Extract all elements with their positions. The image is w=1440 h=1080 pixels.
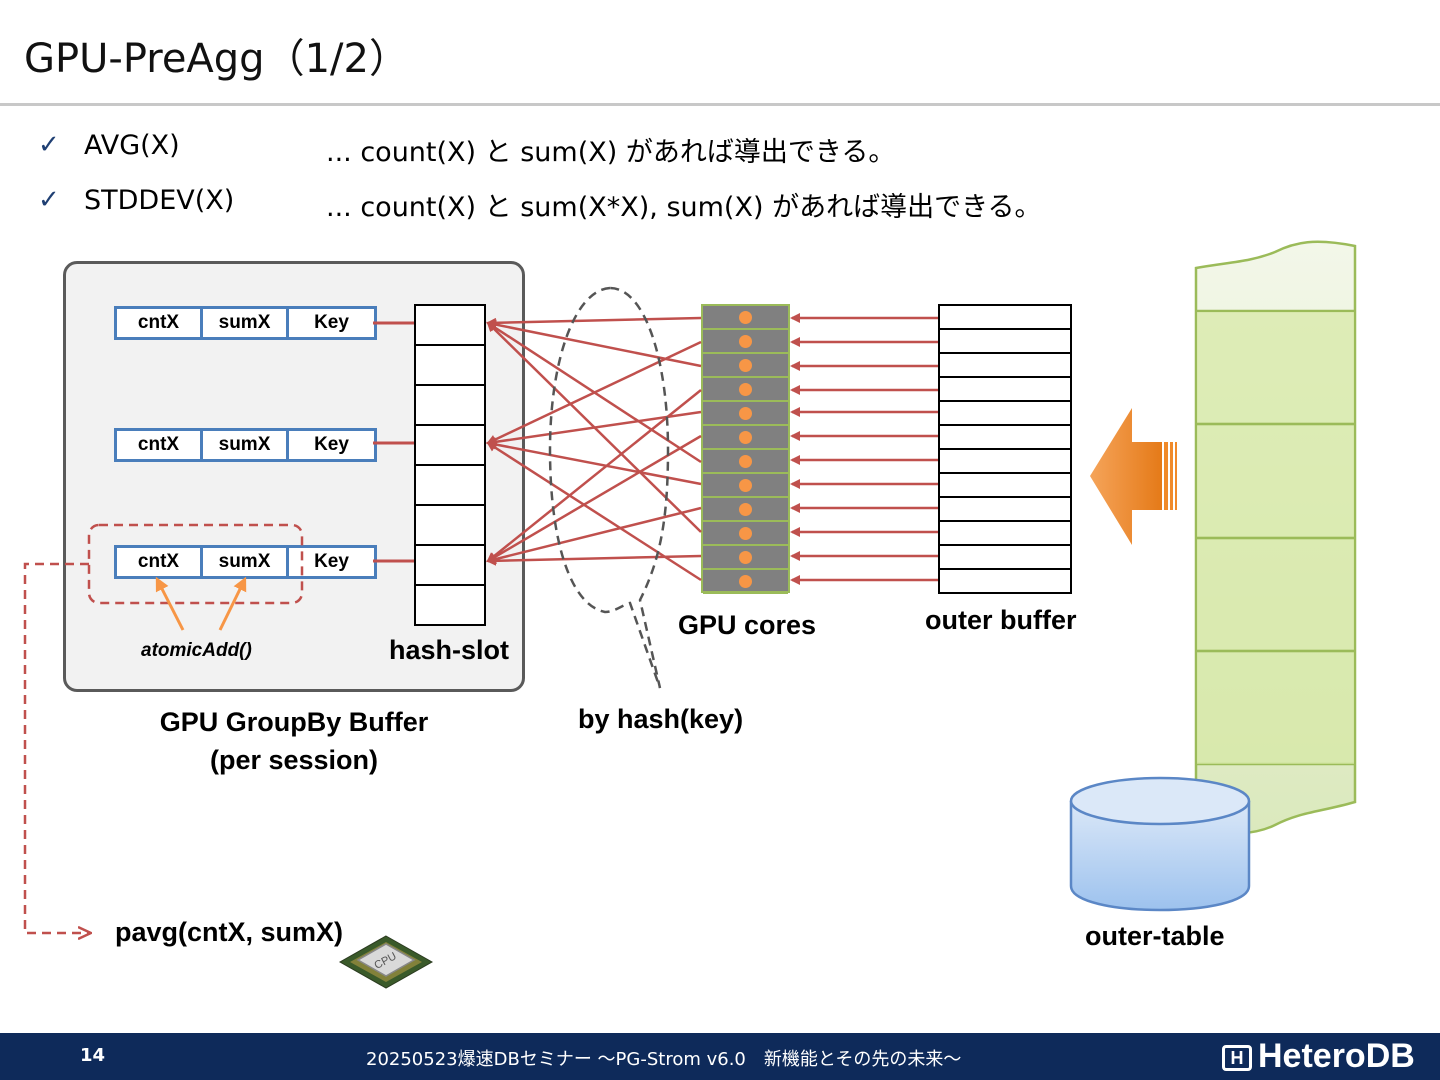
gpu-core: [703, 402, 788, 426]
footer-caption: 20250523爆速DBセミナー ～PG-Strom v6.0 新機能とその先の…: [366, 1049, 962, 1070]
pavg-label: pavg(cntX, sumX): [115, 917, 344, 947]
record-link-lines: [373, 321, 414, 563]
page-number: 14: [80, 1045, 106, 1066]
outer-buffer-label: outer buffer: [925, 605, 1077, 635]
atomic-add-label: atomicAdd(): [141, 640, 252, 661]
by-hash-label: by hash(key): [578, 704, 744, 734]
gpu-core-dot: [739, 359, 752, 372]
key-field: Key: [314, 312, 349, 333]
key-field: Key: [314, 434, 349, 455]
pavg-link: [23, 562, 90, 933]
gpu-core: [703, 522, 788, 546]
gpu-core: [703, 306, 788, 330]
bullet-term-stddev: STDDEV(X): [84, 185, 235, 216]
outer-table-label: outer-table: [1085, 921, 1225, 951]
outer-table-cylinder: [1069, 776, 1251, 912]
gpu-core-dot: [739, 527, 752, 540]
gpu-core-dot: [739, 455, 752, 468]
table-pages: [1194, 240, 1357, 835]
groupby-buffer-sublabel: (per session): [209, 745, 379, 775]
gpu-core: [703, 378, 788, 402]
footer-bar: [0, 1033, 1440, 1080]
cpu-chip-icon: CPU: [338, 935, 434, 989]
gpu-cores-column: [701, 304, 790, 594]
diagram-connectors: [23, 240, 1357, 1033]
gpu-core: [703, 498, 788, 522]
gpu-core-dot: [739, 311, 752, 324]
gpu-core-dot: [739, 551, 752, 564]
sumx-field: sumX: [203, 548, 289, 576]
gpu-core-dot: [739, 575, 752, 588]
gpu-core-dot: [739, 431, 752, 444]
checkmark-icon: ✓: [38, 130, 60, 160]
hash-slot-column: [414, 304, 486, 626]
gpu-core-dot: [739, 503, 752, 516]
cntx-field: cntX: [117, 548, 203, 576]
gpu-core: [703, 354, 788, 378]
gpu-core-dot: [739, 479, 752, 492]
bullet-desc-avg: ... count(X) と sum(X) があれば導出できる。: [326, 137, 896, 168]
gpu-core: [703, 546, 788, 570]
gpu-cores-label: GPU cores: [678, 610, 817, 640]
gpu-core: [703, 474, 788, 498]
gpu-core-dot: [739, 407, 752, 420]
hash-slot-label: hash-slot: [389, 635, 510, 665]
heterodb-logo-text: HeteroDB: [1258, 1037, 1415, 1075]
gpu-core: [703, 330, 788, 354]
key-field: Key: [314, 551, 349, 572]
cntx-field: cntX: [117, 309, 203, 337]
gpu-core-dot: [739, 383, 752, 396]
heterodb-logo-mark: H: [1222, 1045, 1252, 1072]
input-arrows: [790, 313, 938, 585]
title-divider: [0, 103, 1440, 106]
sumx-field: sumX: [203, 309, 289, 337]
bullet-desc-stddev: ... count(X) と sum(X*X), sum(X) があれば導出でき…: [326, 192, 1042, 223]
sumx-field: sumX: [203, 431, 289, 459]
gpu-core-dot: [739, 335, 752, 348]
groupby-record: cntX sumX Key: [114, 428, 377, 462]
hash-callout-outline: [548, 286, 670, 689]
cntx-field: cntX: [117, 431, 203, 459]
transfer-arrow: [1090, 408, 1177, 545]
gpu-core: [703, 570, 788, 594]
checkmark-icon: ✓: [38, 185, 60, 215]
atomic-highlight: [87, 523, 304, 605]
bullet-term-avg: AVG(X): [84, 130, 180, 161]
outer-buffer-column: [938, 304, 1072, 594]
slide-title: GPU-PreAgg（1/2）: [24, 36, 409, 82]
groupby-record: cntX sumX Key: [114, 306, 377, 340]
gpu-core: [703, 426, 788, 450]
groupby-buffer-label: GPU GroupBy Buffer: [159, 707, 429, 737]
gpu-core: [703, 450, 788, 474]
